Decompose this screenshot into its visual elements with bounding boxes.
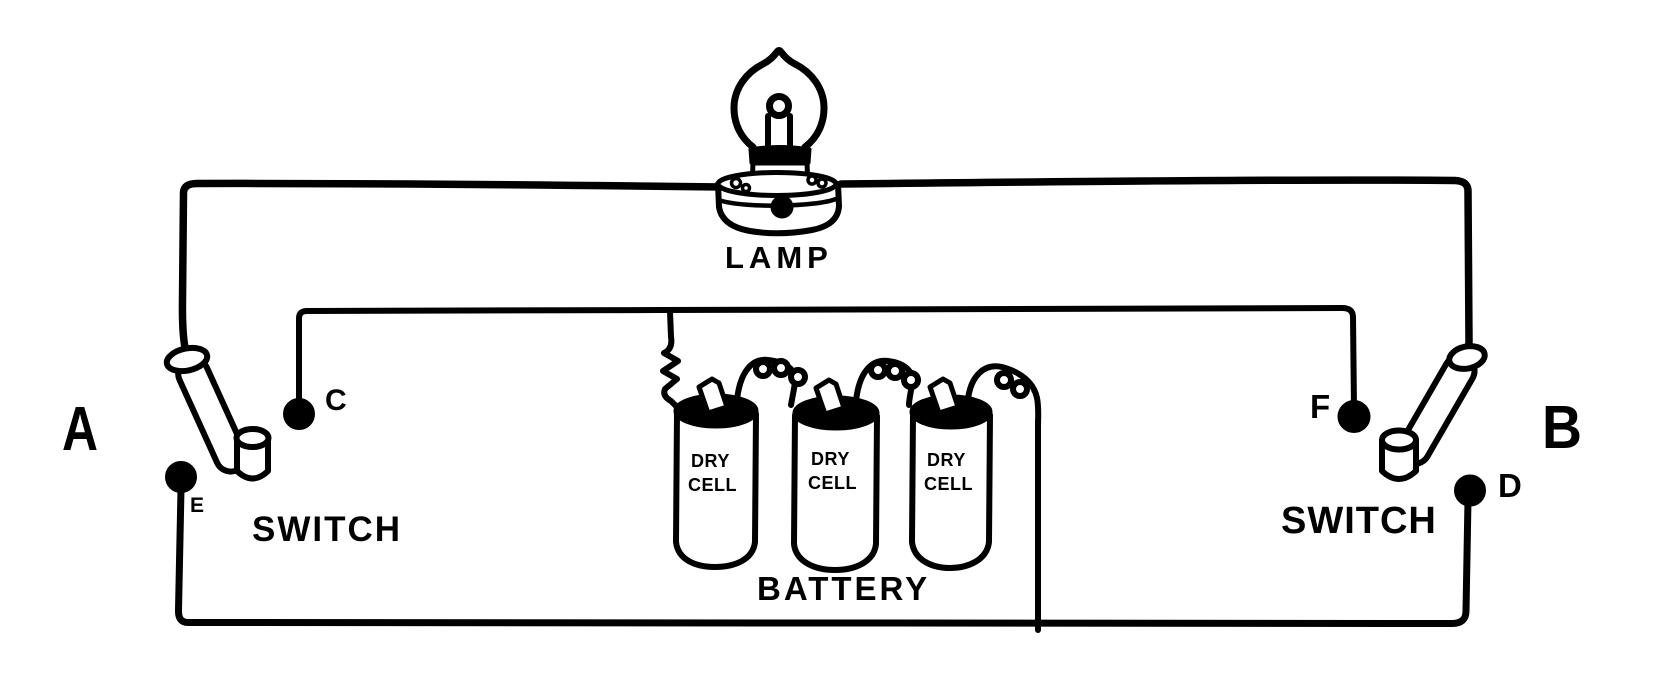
svg-text:A: A [62, 395, 98, 464]
svg-text:SWITCH: SWITCH [252, 510, 402, 549]
svg-text:SWITCH: SWITCH [1281, 500, 1437, 542]
svg-text:E: E [190, 494, 204, 517]
svg-text:CELL: CELL [808, 473, 857, 493]
svg-text:B: B [1542, 393, 1582, 461]
svg-text:DRY: DRY [811, 449, 850, 469]
svg-text:F: F [1310, 388, 1330, 425]
svg-text:BATTERY: BATTERY [757, 570, 930, 607]
svg-text:DRY: DRY [691, 451, 730, 471]
svg-text:CELL: CELL [688, 475, 737, 495]
svg-text:C: C [325, 384, 347, 417]
svg-text:DRY: DRY [927, 450, 966, 470]
svg-text:D: D [1498, 467, 1522, 504]
svg-text:LAMP: LAMP [725, 240, 833, 275]
svg-text:CELL: CELL [924, 474, 973, 494]
